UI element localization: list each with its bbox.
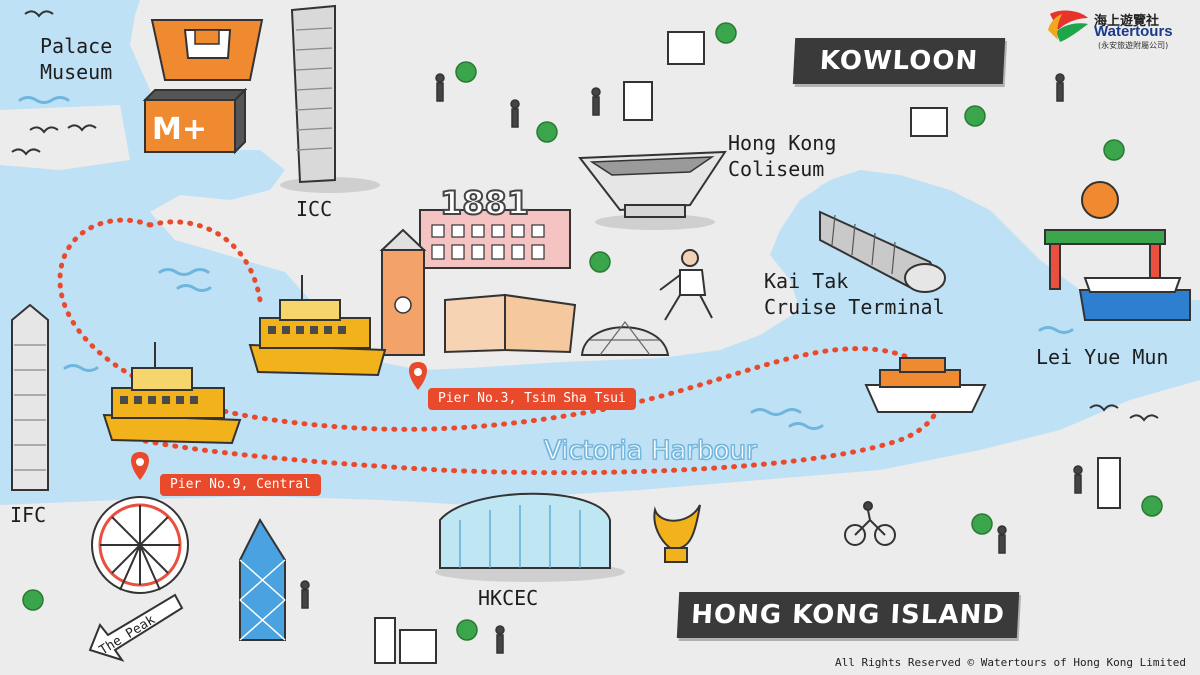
water-waves bbox=[18, 96, 1074, 430]
label-icc[interactable]: ICC bbox=[296, 197, 333, 221]
label-victoria-harbour: Victoria Harbour bbox=[544, 436, 758, 467]
hong-kong-coliseum-icon bbox=[578, 150, 727, 230]
ferry-route bbox=[57, 217, 944, 476]
pier-9-tag[interactable]: Pier No.9, Central bbox=[160, 474, 321, 496]
bank-of-china-tower-icon bbox=[239, 517, 286, 641]
birds bbox=[11, 10, 1159, 422]
logo-subtitle: (永安旅遊附屬公司) bbox=[1098, 41, 1169, 50]
kai-tak-water bbox=[820, 180, 1000, 300]
label-hong-kong-coliseum[interactable]: Hong Kong Coliseum bbox=[728, 131, 837, 181]
ifc-tower-icon bbox=[11, 303, 49, 491]
pier-3-marker-icon bbox=[409, 362, 427, 390]
palace-museum-icon bbox=[150, 19, 264, 81]
observation-wheel-icon bbox=[91, 496, 189, 594]
golden-bauhinia-icon bbox=[653, 504, 701, 563]
trees bbox=[22, 22, 1163, 641]
small-buildings bbox=[374, 31, 1121, 664]
hkcec-icon bbox=[435, 492, 625, 582]
pier-9-marker-icon bbox=[131, 452, 149, 480]
label-kai-tak-cruise-terminal[interactable]: Kai Tak Cruise Terminal bbox=[764, 269, 945, 319]
label-1881[interactable]: 1881 bbox=[439, 183, 530, 223]
west-island-land bbox=[0, 105, 130, 170]
logo-english-name: Watertours bbox=[1094, 23, 1173, 40]
label-hkcec[interactable]: HKCEC bbox=[478, 586, 539, 610]
people bbox=[300, 73, 1083, 654]
space-museum-icon bbox=[580, 321, 670, 356]
logo-chinese-name: 海上遊覽社 bbox=[1094, 14, 1160, 29]
ferry-route-2 bbox=[147, 219, 263, 303]
cyclist-icon bbox=[844, 501, 896, 546]
watertours-logo-icon bbox=[1048, 10, 1088, 42]
label-palace-museum[interactable]: Palace Museum bbox=[40, 34, 113, 84]
ferry-1-icon bbox=[248, 275, 387, 377]
cultural-centre-icon bbox=[444, 293, 577, 354]
heritage-1881-icon bbox=[419, 209, 571, 269]
district-hong-kong-island: HONG KONG ISLAND bbox=[676, 592, 1020, 638]
cruise-boat-icon bbox=[864, 357, 987, 413]
label-lei-yue-mun[interactable]: Lei Yue Mun bbox=[1036, 345, 1169, 369]
lei-yue-mun-icon bbox=[1044, 181, 1191, 321]
label-ifc[interactable]: IFC bbox=[10, 503, 47, 527]
m-plus-icon bbox=[142, 87, 248, 155]
kung-fu-statue-icon bbox=[659, 249, 713, 321]
label-m-plus[interactable]: M+ bbox=[152, 112, 207, 147]
clock-tower-icon bbox=[379, 228, 427, 356]
kai-tak-cruise-terminal-icon bbox=[819, 210, 946, 293]
district-kowloon: KOWLOON bbox=[792, 38, 1006, 84]
pier-3-tag[interactable]: Pier No.3, Tsim Sha Tsui bbox=[428, 388, 636, 410]
icc-tower-icon bbox=[280, 4, 380, 193]
watertours-logo: 海上遊覽社 Watertours (永安旅遊附屬公司) bbox=[1048, 10, 1188, 50]
ferry-2-icon bbox=[102, 342, 242, 445]
the-peak-arrow-icon bbox=[88, 593, 184, 662]
copyright-notice: All Rights Reserved © Watertours of Hong… bbox=[835, 656, 1186, 669]
